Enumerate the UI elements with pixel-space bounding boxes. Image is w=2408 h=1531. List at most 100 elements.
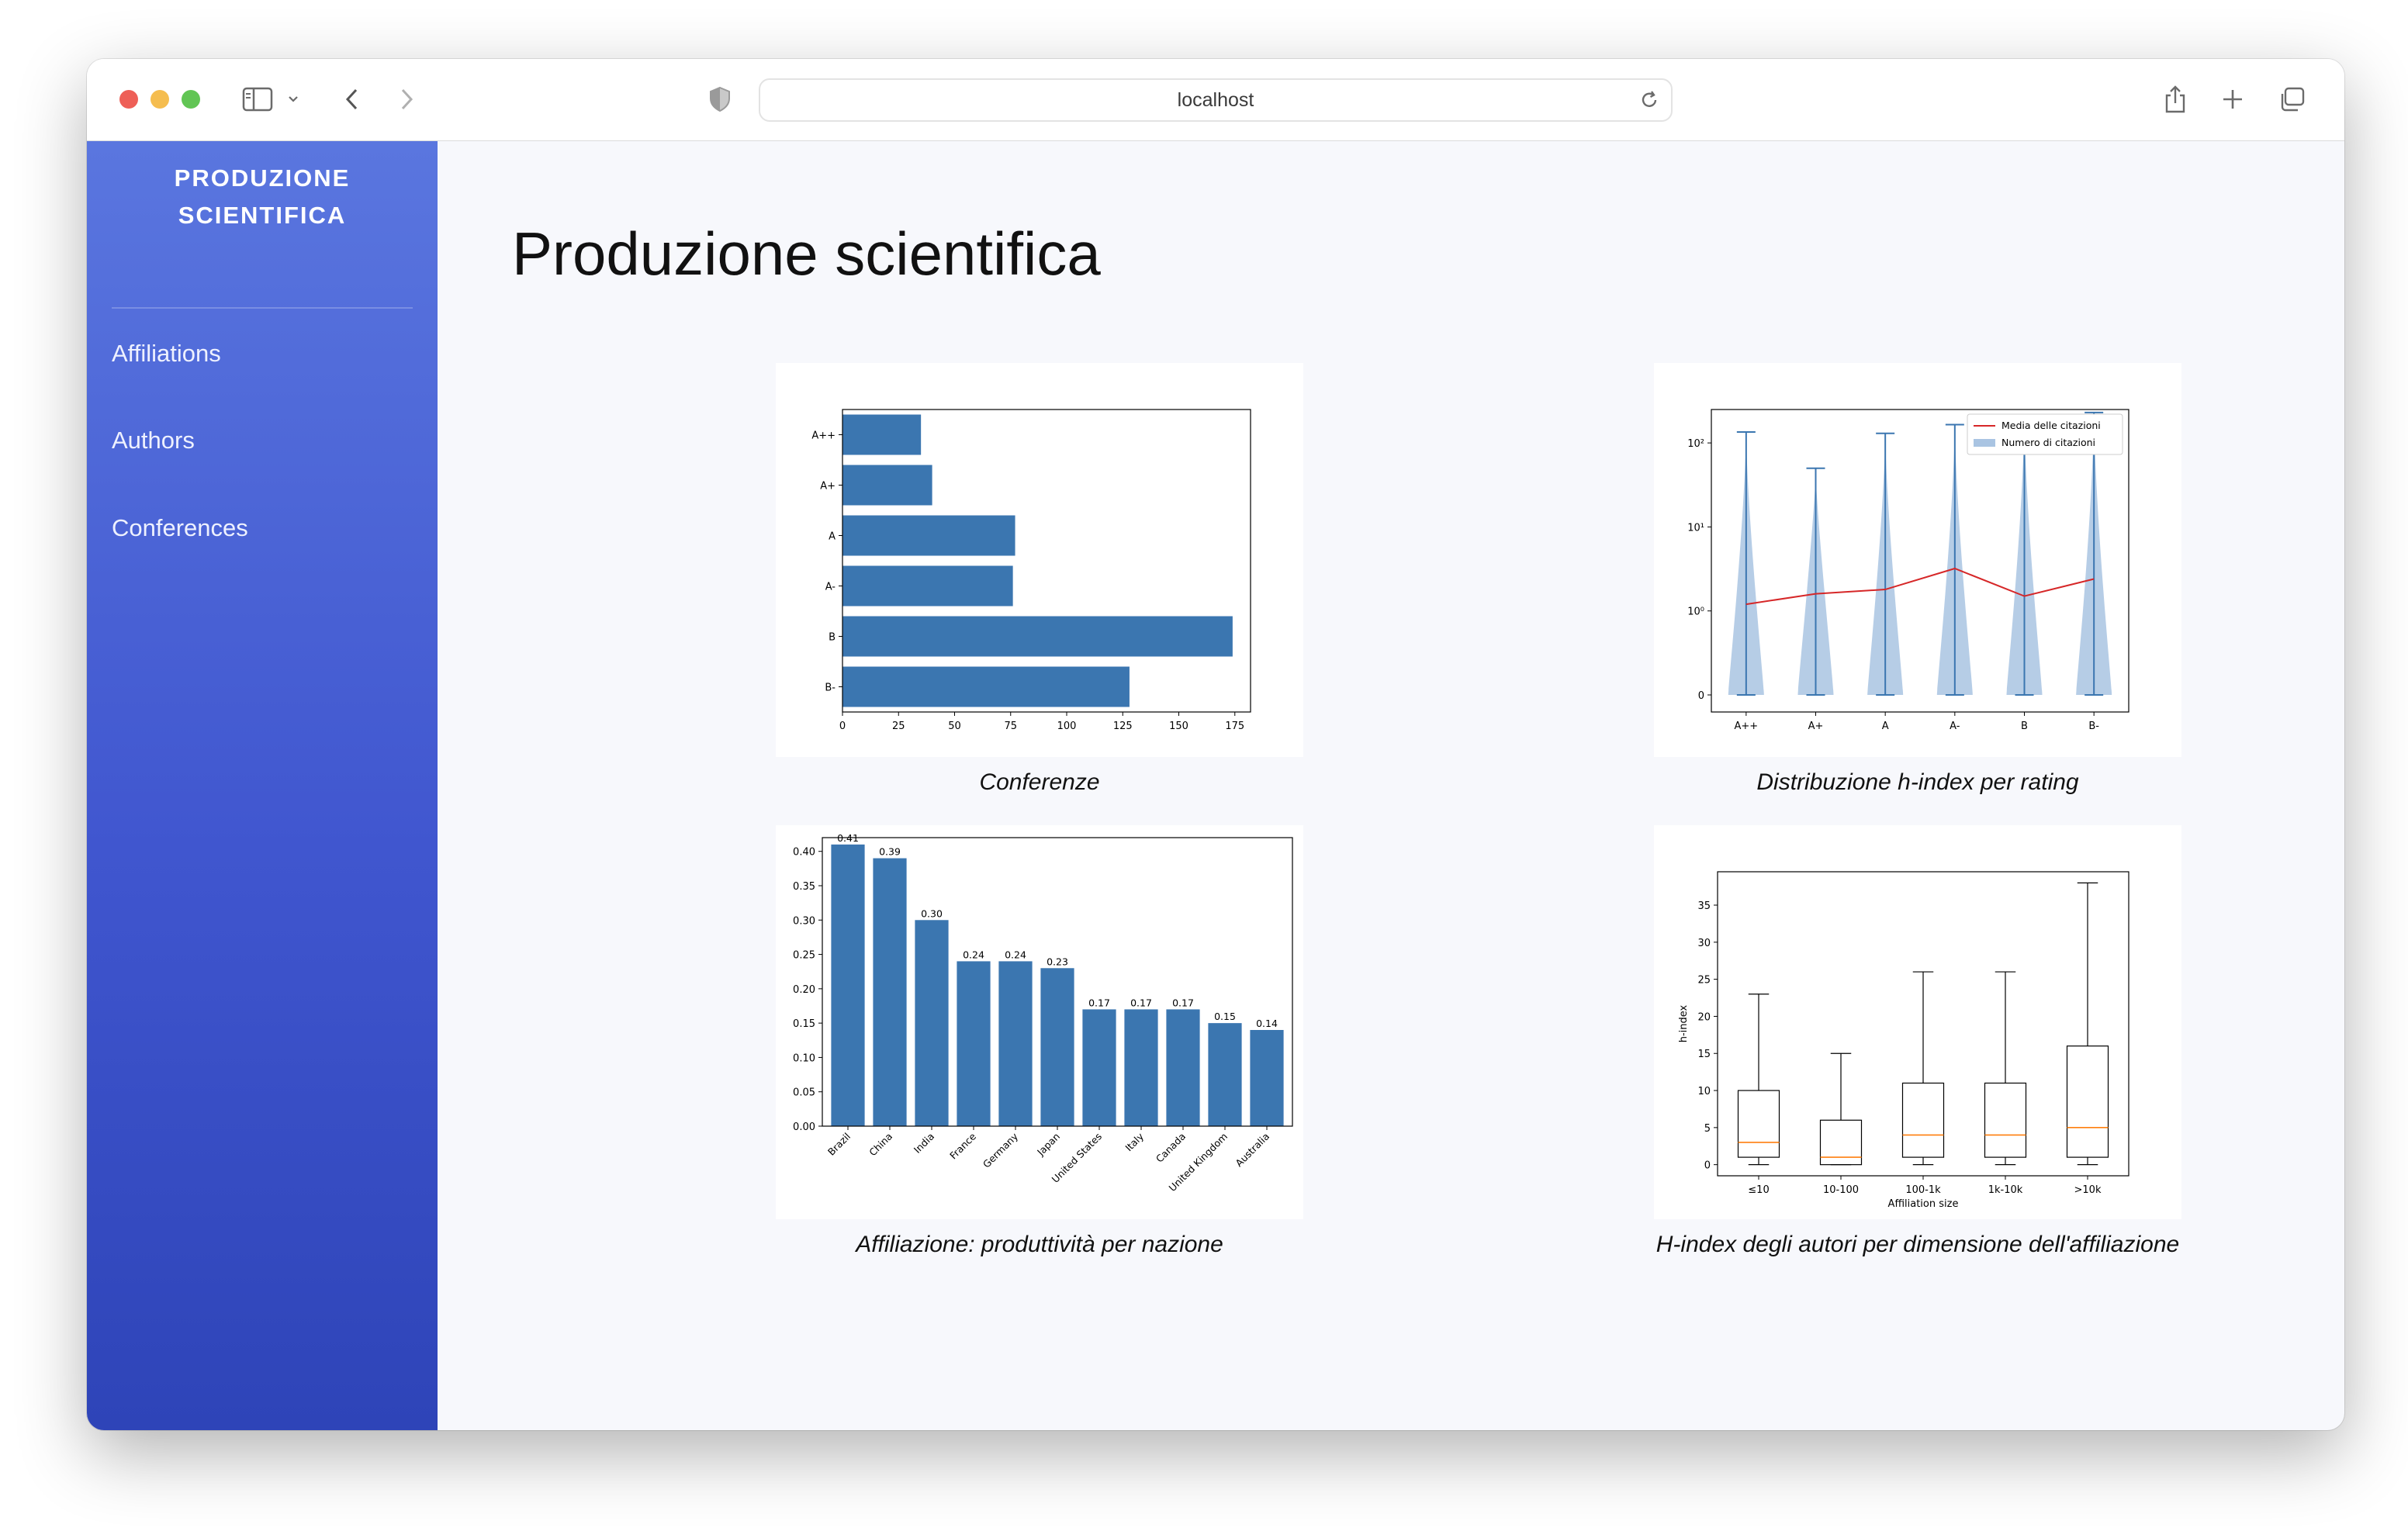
plot-frame bbox=[842, 409, 1251, 713]
back-icon[interactable] bbox=[337, 81, 368, 118]
x-tick-label: B- bbox=[2088, 721, 2099, 732]
sidebar-divider bbox=[112, 307, 413, 309]
chart-caption-affiliazione: Affiliazione: produttività per nazione bbox=[856, 1232, 1223, 1257]
y-tick-label: 10² bbox=[1687, 438, 1704, 450]
bar-A bbox=[842, 515, 1015, 556]
y-tick-label: 0.30 bbox=[793, 915, 815, 927]
x-tick-label: Canada bbox=[1154, 1131, 1188, 1165]
y-tick-label: 0.35 bbox=[793, 881, 815, 893]
data-label-Japan: 0.23 bbox=[1047, 956, 1068, 967]
y-tick-label: 0.10 bbox=[793, 1052, 815, 1064]
y-tick-label: 10⁰ bbox=[1687, 607, 1704, 618]
box-≤10 bbox=[1737, 1090, 1780, 1158]
sidebar-item-affiliations[interactable]: Affiliations bbox=[112, 340, 221, 367]
y-tick-label: 35 bbox=[1697, 900, 1711, 912]
x-tick-label: Brazil bbox=[825, 1131, 853, 1158]
bar-Japan bbox=[1040, 968, 1074, 1126]
legend-box bbox=[1967, 413, 2123, 455]
sidebar: PRODUZIONE SCIENTIFICA Affiliations Auth… bbox=[87, 141, 438, 1430]
zoom-window-button[interactable] bbox=[182, 90, 200, 109]
y-tick-label: 25 bbox=[1697, 975, 1711, 987]
data-label-France: 0.24 bbox=[963, 949, 984, 960]
x-tick-label: China bbox=[867, 1131, 894, 1159]
box->10k bbox=[2066, 1045, 2109, 1158]
x-tick-label: 10-100 bbox=[1823, 1184, 1859, 1196]
x-tick-label: France bbox=[947, 1130, 978, 1161]
data-label-United States: 0.17 bbox=[1088, 997, 1110, 1008]
sidebar-brand[interactable]: PRODUZIONE SCIENTIFICA bbox=[87, 160, 438, 234]
minimize-window-button[interactable] bbox=[150, 90, 169, 109]
x-tick-label: 100 bbox=[1057, 721, 1077, 732]
plot-frame bbox=[1711, 409, 2129, 713]
y-tick-label: A- bbox=[825, 582, 836, 593]
x-tick-label: 125 bbox=[1113, 721, 1133, 732]
y-tick-label: 0.00 bbox=[793, 1121, 815, 1133]
plot-frame bbox=[1717, 871, 2129, 1177]
new-tab-icon[interactable] bbox=[2217, 81, 2248, 118]
forward-icon[interactable] bbox=[391, 81, 422, 118]
bar-Germany bbox=[998, 961, 1033, 1126]
bar-United States bbox=[1082, 1009, 1116, 1126]
y-axis-label: h-index bbox=[1678, 1004, 1690, 1042]
y-tick-label: 0 bbox=[1704, 1160, 1711, 1172]
bar-Italy bbox=[1124, 1009, 1158, 1126]
y-tick-label: B bbox=[829, 632, 836, 644]
bar-A- bbox=[842, 565, 1013, 607]
x-tick-label: B bbox=[2021, 721, 2028, 732]
sidebar-item-authors[interactable]: Authors bbox=[112, 427, 195, 454]
legend-violin-swatch bbox=[1974, 439, 1995, 447]
bar-France bbox=[957, 961, 991, 1126]
data-label-United Kingdom: 0.15 bbox=[1214, 1011, 1236, 1022]
chevron-down-icon[interactable] bbox=[284, 81, 303, 118]
bar-United Kingdom bbox=[1208, 1023, 1242, 1126]
x-tick-label: A bbox=[1882, 721, 1889, 732]
bar-Australia bbox=[1250, 1030, 1284, 1126]
bar-B bbox=[842, 616, 1233, 657]
x-tick-label: 100-1k bbox=[1905, 1184, 1941, 1196]
data-label-Canada: 0.17 bbox=[1172, 997, 1194, 1008]
plot-frame bbox=[822, 837, 1293, 1127]
y-tick-label: 0.25 bbox=[793, 950, 815, 962]
y-tick-label: 10¹ bbox=[1687, 522, 1704, 534]
tab-overview-icon[interactable] bbox=[2276, 81, 2307, 118]
y-tick-label: A bbox=[829, 531, 836, 543]
x-tick-label: ≤10 bbox=[1748, 1184, 1769, 1196]
y-tick-label: A++ bbox=[811, 430, 836, 442]
data-label-China: 0.39 bbox=[879, 846, 901, 858]
x-tick-label: 150 bbox=[1169, 721, 1188, 732]
x-tick-label: Italy bbox=[1123, 1130, 1146, 1153]
legend-label-violin: Numero di citazioni bbox=[2001, 437, 2095, 448]
y-tick-label: 0.40 bbox=[793, 847, 815, 859]
y-tick-label: 30 bbox=[1697, 938, 1711, 949]
brand-line-2: SCIENTIFICA bbox=[178, 202, 347, 229]
x-tick-label: A- bbox=[1950, 721, 1960, 732]
y-tick-label: A+ bbox=[820, 481, 836, 492]
bar-China bbox=[873, 858, 907, 1126]
data-label-Germany: 0.24 bbox=[1005, 949, 1026, 960]
y-tick-label: 5 bbox=[1704, 1123, 1711, 1135]
reload-icon[interactable] bbox=[1638, 89, 1660, 115]
x-tick-label: 0 bbox=[839, 721, 846, 732]
bar-A++ bbox=[842, 414, 922, 455]
x-tick-label: Australia bbox=[1233, 1131, 1271, 1170]
chart-affiliazione: 0.41Brazil0.39China0.30India0.24France0.… bbox=[793, 832, 1293, 1194]
address-bar[interactable]: localhost bbox=[759, 78, 1673, 122]
box-10-100 bbox=[1819, 1119, 1863, 1166]
x-tick-label: >10k bbox=[2074, 1184, 2102, 1196]
y-tick-label: 15 bbox=[1697, 1049, 1711, 1060]
page-title: Produzione scientifica bbox=[512, 219, 1101, 288]
browser-toolbar: localhost bbox=[87, 59, 2344, 141]
close-window-button[interactable] bbox=[119, 90, 138, 109]
y-tick-label: 0.20 bbox=[793, 984, 815, 996]
sidebar-toggle-icon[interactable] bbox=[239, 81, 276, 118]
y-tick-label: 0.15 bbox=[793, 1018, 815, 1030]
share-icon[interactable] bbox=[2160, 81, 2191, 118]
x-tick-label: India bbox=[912, 1131, 936, 1156]
sidebar-item-conferences[interactable]: Conferences bbox=[112, 514, 248, 541]
shield-icon[interactable] bbox=[704, 81, 735, 118]
y-tick-label: 10 bbox=[1697, 1086, 1711, 1097]
